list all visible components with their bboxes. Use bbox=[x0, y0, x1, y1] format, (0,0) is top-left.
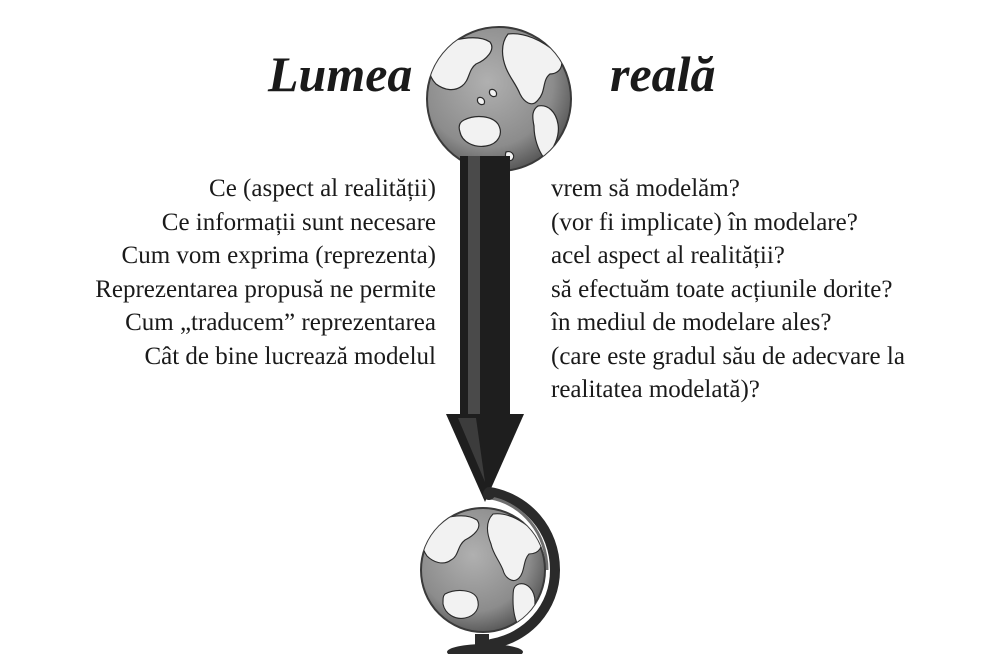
question-right-item: în mediul de modelare ales? bbox=[551, 309, 832, 336]
globe-icon bbox=[426, 26, 572, 172]
question-left-item: Cum vom exprima (reprezenta) bbox=[121, 242, 436, 269]
down-arrow-icon bbox=[446, 156, 524, 502]
question-left-item: Cum „traducem” reprezentarea bbox=[125, 309, 436, 336]
question-right-item: vrem să modelăm? bbox=[551, 175, 740, 202]
desk-globe-icon bbox=[420, 487, 561, 654]
question-right-item: să efectuăm toate acțiunile dorite? bbox=[551, 275, 893, 303]
title-left: Lumea bbox=[268, 46, 413, 102]
question-left-item: Ce (aspect al realității) bbox=[209, 175, 436, 202]
questions-left: Ce (aspect al realității) Ce informații … bbox=[95, 172, 436, 373]
question-right-item: realitatea modelată)? bbox=[551, 376, 760, 403]
question-right-item: acel aspect al realității? bbox=[551, 242, 785, 269]
question-right-item: (vor fi implicate) în modelare? bbox=[551, 208, 858, 236]
question-left-item: Ce informații sunt necesare bbox=[161, 208, 436, 236]
questions-right: vrem să modelăm? (vor fi implicate) în m… bbox=[551, 172, 905, 407]
question-right-item: (care este gradul său de adecvare la bbox=[551, 342, 905, 370]
question-left-item: Reprezentarea propusă ne permite bbox=[95, 275, 436, 303]
question-left-item: Cât de bine lucrează modelul bbox=[144, 342, 436, 370]
title-right: reală bbox=[610, 46, 716, 102]
